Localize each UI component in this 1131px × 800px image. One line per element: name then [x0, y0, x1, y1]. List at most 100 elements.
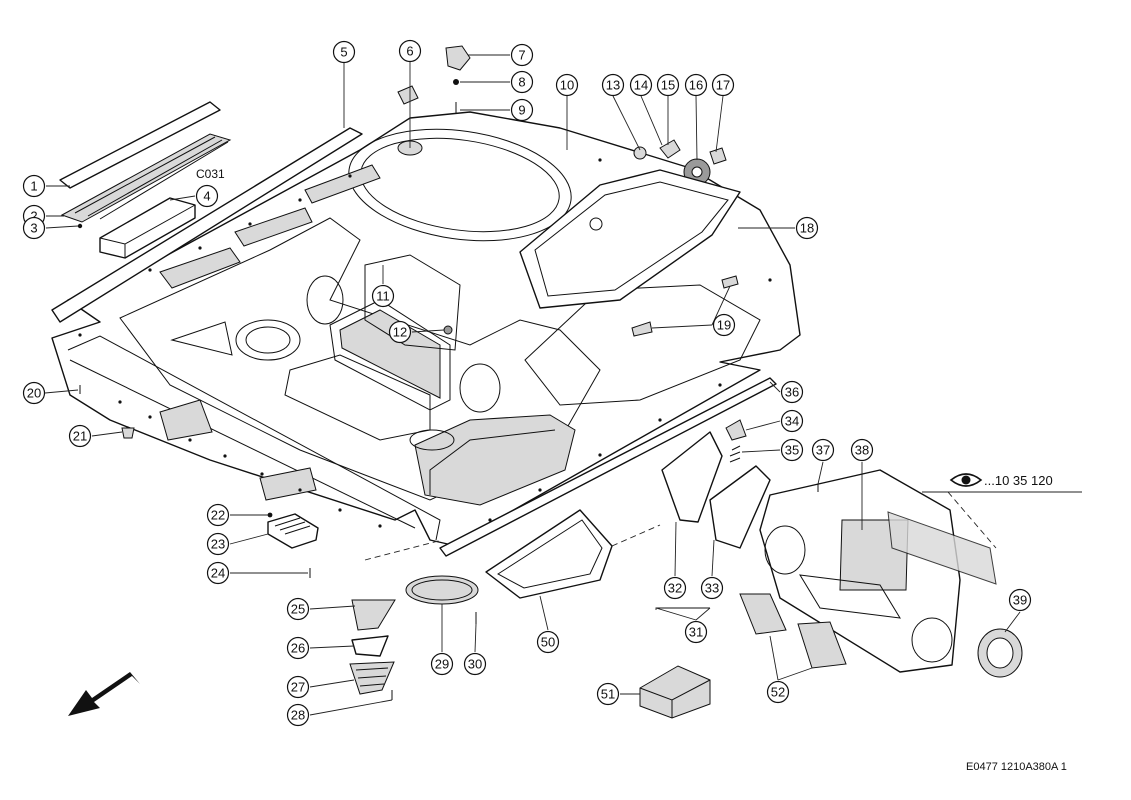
- cover-plate: [59, 101, 221, 189]
- svg-text:36: 36: [785, 385, 799, 400]
- clip-19b: [631, 321, 653, 337]
- svg-text:27: 27: [291, 680, 305, 695]
- callout-10: 10: [555, 73, 579, 97]
- callout-8: 8: [510, 70, 534, 94]
- svg-text:19: 19: [717, 318, 731, 333]
- callout-7: 7: [510, 43, 534, 67]
- callout-15: 15: [656, 73, 680, 97]
- callout-33: 33: [700, 576, 724, 600]
- switch-panel: [887, 511, 997, 585]
- screw-3: [77, 223, 83, 229]
- clip-19a: [721, 275, 739, 289]
- spring-35: [729, 445, 741, 463]
- callout-35: 35: [780, 438, 804, 462]
- callout-39: 39: [1008, 588, 1032, 612]
- svg-text:31: 31: [689, 625, 703, 640]
- side-trim-32: [661, 431, 723, 523]
- bracket-52a: [739, 593, 787, 635]
- svg-text:20: 20: [27, 386, 41, 401]
- fastener-12: [443, 325, 453, 335]
- callout-6: 6: [398, 39, 422, 63]
- callout-32: 32: [663, 576, 687, 600]
- svg-text:35: 35: [785, 443, 799, 458]
- roof-strip-left: [51, 127, 363, 323]
- svg-text:29: 29: [435, 657, 449, 672]
- callout-52: 52: [766, 680, 790, 704]
- svg-text:1: 1: [30, 179, 37, 194]
- direction-arrow-icon: [68, 672, 140, 716]
- svg-text:12: 12: [393, 325, 407, 340]
- svg-text:11: 11: [376, 289, 390, 304]
- callout-31: 31: [684, 620, 708, 644]
- svg-text:37: 37: [816, 443, 830, 458]
- vent-grille: [60, 133, 232, 223]
- callout-50: 50: [536, 630, 560, 654]
- callout-20: 20: [22, 381, 46, 405]
- svg-text:22: 22: [211, 508, 225, 523]
- roof-frame: [519, 169, 741, 309]
- bracket-52b: [797, 621, 847, 669]
- callout-21: 21: [68, 424, 92, 448]
- svg-text:30: 30: [468, 657, 482, 672]
- svg-text:3: 3: [30, 221, 37, 236]
- clip-34: [725, 419, 747, 441]
- callout-30: 30: [463, 652, 487, 676]
- callout-38: 38: [850, 438, 874, 462]
- push-pin-21: [121, 427, 135, 439]
- callout-19: 19: [712, 313, 736, 337]
- clip-22: [267, 512, 273, 518]
- washer-8: [453, 79, 459, 85]
- callout-25: 25: [286, 597, 310, 621]
- callout-29: 29: [430, 652, 454, 676]
- eye-icon: [949, 473, 983, 487]
- mesh-27: [349, 661, 395, 695]
- svg-text:24: 24: [211, 566, 225, 581]
- svg-text:51: 51: [601, 687, 615, 702]
- callout-5: 5: [332, 40, 356, 64]
- svg-text:33: 33: [705, 581, 719, 596]
- callout-16: 16: [684, 73, 708, 97]
- storage-box: [99, 197, 196, 259]
- drawing-reference: E0477 1210A380A 1: [966, 761, 1067, 773]
- seal-strip-rear: [439, 377, 777, 557]
- callout-27: 27: [286, 675, 310, 699]
- svg-text:32: 32: [668, 581, 682, 596]
- callout-24: 24: [206, 561, 230, 585]
- svg-text:25: 25: [291, 602, 305, 617]
- callout-9: 9: [510, 98, 534, 122]
- callout-12: 12: [388, 320, 412, 344]
- svg-text:7: 7: [518, 48, 525, 63]
- bracket-17: [709, 147, 727, 165]
- subassembly-code: C031: [196, 167, 225, 181]
- callout-23: 23: [206, 532, 230, 556]
- knob-cap: [397, 85, 419, 105]
- callout-37: 37: [811, 438, 835, 462]
- svg-text:16: 16: [689, 78, 703, 93]
- lamp-unit: [445, 45, 471, 71]
- cap-13: [633, 146, 647, 160]
- callout-18: 18: [795, 216, 819, 240]
- callout-17: 17: [711, 73, 735, 97]
- leader-lines: [44, 54, 1082, 716]
- callout-4: 4: [195, 184, 219, 208]
- callout-1: 1: [22, 174, 46, 198]
- svg-text:38: 38: [855, 443, 869, 458]
- svg-text:8: 8: [518, 75, 525, 90]
- callout-3: 3: [22, 216, 46, 240]
- svg-text:18: 18: [800, 221, 814, 236]
- svg-text:10: 10: [560, 78, 574, 93]
- svg-text:28: 28: [291, 708, 305, 723]
- svg-text:14: 14: [634, 78, 648, 93]
- svg-text:15: 15: [661, 78, 675, 93]
- side-trim-33: [709, 465, 771, 549]
- svg-text:23: 23: [211, 537, 225, 552]
- callout-28: 28: [286, 703, 310, 727]
- callout-51: 51: [596, 682, 620, 706]
- callout-34: 34: [780, 409, 804, 433]
- trim-26: [351, 635, 389, 657]
- svg-text:4: 4: [203, 189, 210, 204]
- svg-text:6: 6: [406, 44, 413, 59]
- callout-22: 22: [206, 503, 230, 527]
- svg-text:39: 39: [1013, 593, 1027, 608]
